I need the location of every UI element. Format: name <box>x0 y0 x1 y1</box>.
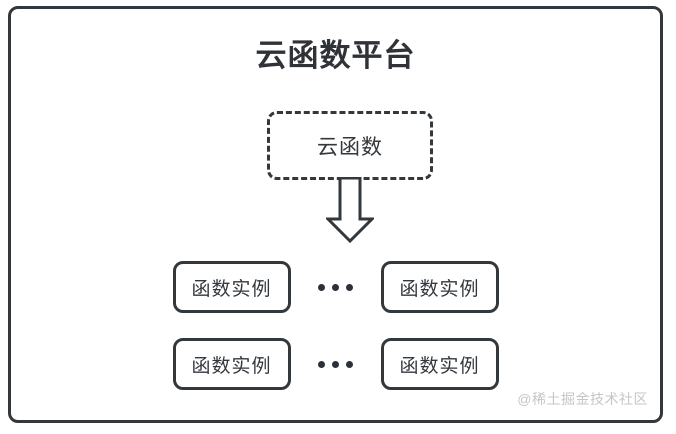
ellipsis-dot <box>332 283 339 291</box>
instance-row-2: 函数实例 函数实例 <box>11 338 660 390</box>
cloud-function-node: 云函数 <box>267 111 433 180</box>
function-instance-box: 函数实例 <box>172 338 291 390</box>
page-title: 云函数平台 <box>255 38 416 73</box>
function-instance-label: 函数实例 <box>399 278 480 300</box>
ellipsis-dot <box>346 360 353 368</box>
ellipsis-icon <box>291 360 381 368</box>
function-instance-box: 函数实例 <box>172 261 291 313</box>
ellipsis-dot <box>318 360 325 368</box>
function-instance-label: 函数实例 <box>399 355 480 377</box>
ellipsis-dot <box>346 283 353 291</box>
instance-row-1: 函数实例 函数实例 <box>11 261 660 313</box>
function-instance-box: 函数实例 <box>380 261 499 313</box>
function-instance-box: 函数实例 <box>380 338 499 390</box>
down-block-arrow-icon <box>324 176 376 244</box>
ellipsis-dot <box>332 360 339 368</box>
cloud-function-platform-frame: 云函数平台 云函数 函数实例 函数实例 函数实例 <box>8 6 663 423</box>
watermark: @稀土掘金技术社区 <box>517 391 648 407</box>
ellipsis-dot <box>318 283 325 291</box>
cloud-function-label: 云函数 <box>317 135 383 159</box>
function-instance-label: 函数实例 <box>191 278 272 300</box>
ellipsis-icon <box>291 283 381 291</box>
function-instance-label: 函数实例 <box>191 355 272 377</box>
